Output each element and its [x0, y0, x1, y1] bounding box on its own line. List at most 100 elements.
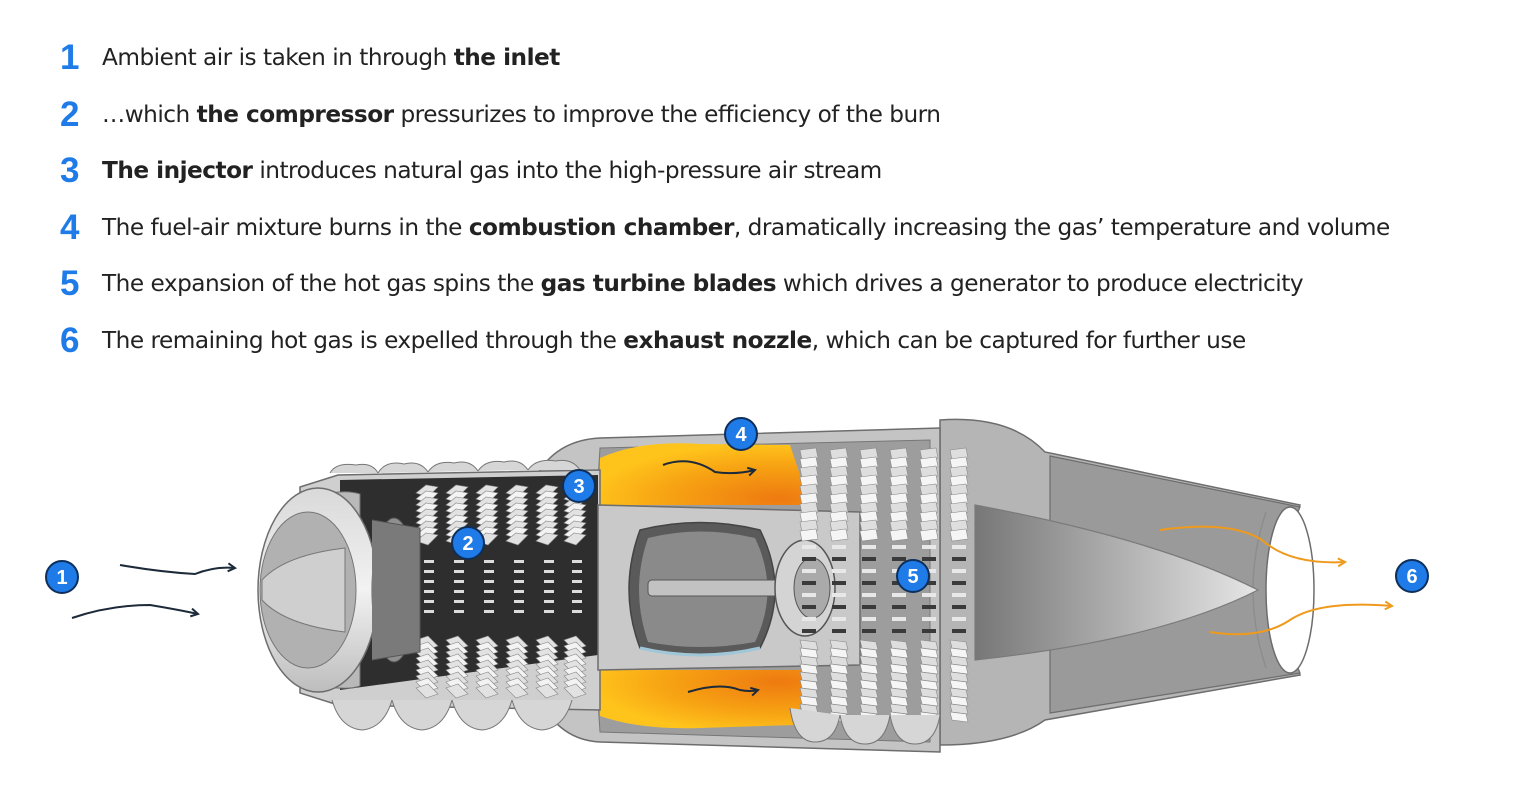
- turbine-blade: [889, 528, 909, 542]
- turbine-blade: [949, 510, 969, 524]
- airflow-arrows: [71, 460, 758, 692]
- turbine-blade: [919, 655, 939, 667]
- turbine-blade: [829, 655, 849, 667]
- turbine-blade: [799, 671, 819, 683]
- turbine-blade: [919, 456, 939, 470]
- combustion-chamber-liner: [597, 504, 861, 671]
- compressor-blade: [424, 560, 434, 563]
- turbine-blade: [889, 671, 909, 683]
- compressor-blade: [544, 590, 554, 593]
- compressor-blade: [572, 610, 582, 613]
- turbine-blade: [919, 639, 939, 651]
- step-number: 4: [60, 207, 80, 247]
- turbine-blade: [862, 569, 876, 573]
- turbine-blade: [829, 703, 849, 715]
- compressor-blade: [535, 532, 559, 546]
- marker-1: 1: [45, 560, 79, 594]
- turbine-blade: [799, 501, 819, 515]
- compressor-blade: [572, 590, 582, 593]
- turbine-blade: [862, 605, 876, 609]
- turbine-blade: [922, 557, 936, 561]
- exhaust-cone: [974, 504, 1260, 661]
- compressor-blade: [514, 560, 524, 563]
- turbine-blade: [889, 655, 909, 667]
- step-list: 1 Ambient air is taken in through the in…: [58, 34, 1528, 374]
- step-description: The expansion of the hot gas spins the g…: [102, 269, 1304, 299]
- turbine-blade: [829, 447, 849, 461]
- turbine-blade: [949, 639, 969, 651]
- turbine-blade: [799, 447, 819, 461]
- turbine-blade: [832, 629, 846, 633]
- turbine-blade: [829, 501, 849, 515]
- compressor-blade: [484, 600, 494, 603]
- turbine-blade: [949, 483, 969, 497]
- compressor-blade: [454, 610, 464, 613]
- compressor-blade: [544, 570, 554, 573]
- turbine-blade: [949, 711, 969, 723]
- turbine-blade: [802, 617, 816, 621]
- step-text-bold: combustion chamber: [468, 213, 735, 241]
- turbine-blade: [829, 474, 849, 488]
- turbine-blade: [859, 456, 879, 470]
- turbine-blade: [922, 545, 936, 549]
- turbine-blade: [949, 671, 969, 683]
- turbine-blade: [859, 679, 879, 691]
- turbine-blade: [889, 483, 909, 497]
- turbine-blade: [832, 593, 846, 597]
- turbine-blade: [802, 629, 816, 633]
- turbine-blade: [889, 687, 909, 699]
- compressor-blade: [424, 590, 434, 593]
- step-text-bold: exhaust nozzle: [623, 326, 812, 354]
- turbine-blade: [802, 545, 816, 549]
- compressor-blade: [484, 560, 494, 563]
- combustion-flame-top: [600, 443, 810, 505]
- turbine-blade: [859, 671, 879, 683]
- turbine-blade: [862, 593, 876, 597]
- turbine-blade: [889, 465, 909, 479]
- turbine-blade: [859, 663, 879, 675]
- step-item-2: 2 …which the compressor pressurizes to i…: [58, 91, 1528, 148]
- turbine-blade: [862, 629, 876, 633]
- turbine-blade: [829, 663, 849, 675]
- compressor-blade: [424, 600, 434, 603]
- turbine-blade: [889, 639, 909, 651]
- turbine-blade: [799, 465, 819, 479]
- turbine-blade: [799, 647, 819, 659]
- compressor-blade: [535, 683, 559, 699]
- turbine-blade: [892, 557, 906, 561]
- turbine-blade: [892, 593, 906, 597]
- turbine-blade: [922, 605, 936, 609]
- turbine-blade: [829, 483, 849, 497]
- turbine-blade: [919, 474, 939, 488]
- svg-text:5: 5: [907, 566, 918, 588]
- turbine-blade: [802, 569, 816, 573]
- turbine-blade: [829, 492, 849, 506]
- turbine-blade: [952, 557, 966, 561]
- turbine-blade: [949, 687, 969, 699]
- compressor-blade: [484, 590, 494, 593]
- compressor-blade: [544, 580, 554, 583]
- turbine-blade: [919, 687, 939, 699]
- compressor-blade: [514, 590, 524, 593]
- turbine-blade: [859, 501, 879, 515]
- marker-4: 4: [724, 417, 758, 451]
- step-number: 3: [60, 151, 80, 191]
- turbine-blade: [799, 474, 819, 488]
- turbine-blade: [919, 663, 939, 675]
- compressor-blade: [484, 580, 494, 583]
- compressor-blade: [454, 560, 464, 563]
- turbine-blade: [919, 647, 939, 659]
- turbine-blade: [949, 528, 969, 542]
- compressor-blade: [505, 683, 529, 699]
- turbine-blade: [799, 639, 819, 651]
- turbine-blade: [922, 629, 936, 633]
- turbine-blade: [799, 510, 819, 524]
- turbine-blade: [859, 695, 879, 707]
- step-text-bold: gas turbine blades: [540, 270, 777, 298]
- compressor-blade: [544, 610, 554, 613]
- turbine-blade: [829, 465, 849, 479]
- turbine-blade: [889, 510, 909, 524]
- compressor-blade: [563, 683, 587, 699]
- svg-text:6: 6: [1406, 566, 1417, 588]
- turbine-blade: [952, 581, 966, 585]
